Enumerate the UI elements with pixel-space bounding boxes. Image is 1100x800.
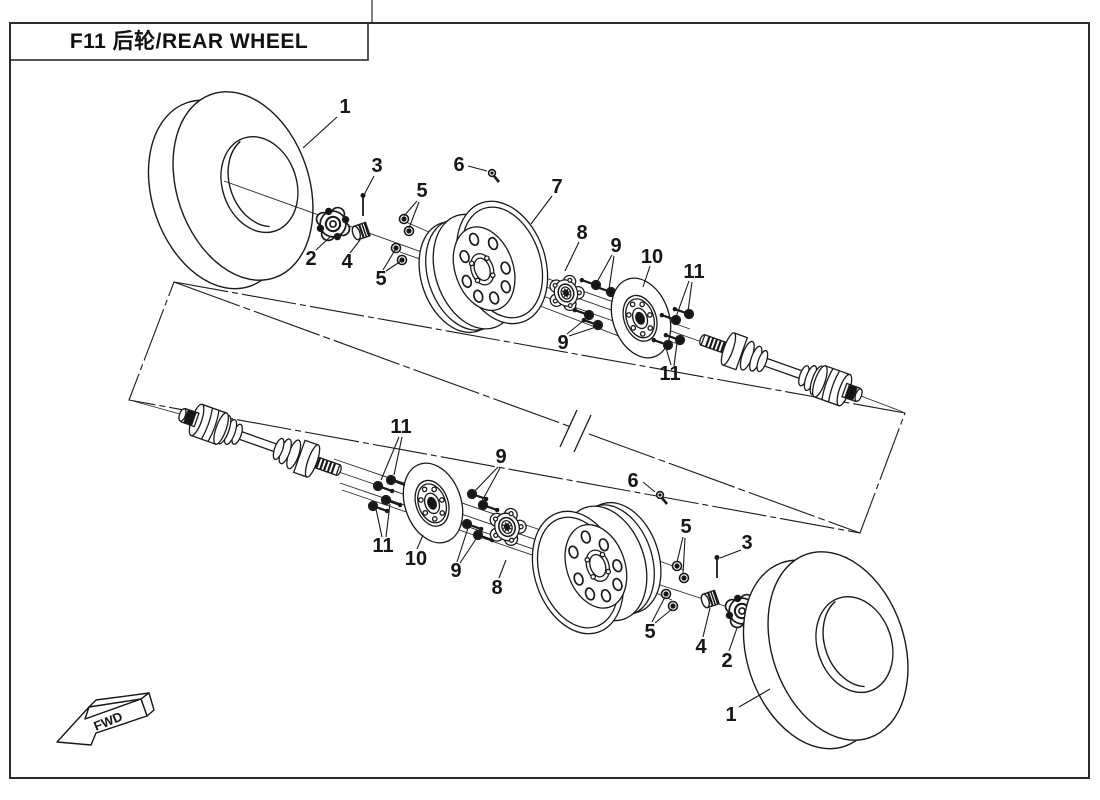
callout-label-1: 1: [339, 96, 350, 118]
callout-label-3: 3: [741, 532, 752, 554]
lug-nut: [678, 572, 690, 584]
break-mark: [559, 409, 578, 448]
hub-cap: [310, 201, 356, 247]
wheel-hub: [483, 504, 532, 552]
cv-axle: [693, 321, 869, 414]
lug-nut: [396, 254, 408, 266]
lug-nut: [390, 242, 402, 254]
callout-label-11: 11: [683, 261, 704, 283]
callout-label-9: 9: [610, 235, 621, 257]
tire: [123, 72, 338, 309]
break-mark: [573, 414, 592, 453]
cotter-pin: [714, 554, 720, 579]
bolt: [379, 493, 405, 512]
castle-nut: [699, 589, 720, 610]
axle-centerline: [173, 281, 861, 534]
diagram-title: F11 后轮/REAR WHEEL: [70, 29, 308, 53]
lug-nut: [671, 560, 683, 572]
leader-lines: [302, 116, 771, 708]
cv-axle: [172, 396, 348, 489]
callout-label-6: 6: [453, 154, 464, 176]
bottom-wheel-assembly: [132, 396, 933, 769]
top-wheel-assembly: [123, 72, 904, 414]
valve-stem: [487, 168, 501, 184]
callout-label-5: 5: [644, 621, 655, 643]
callout-label-11: 11: [659, 363, 680, 385]
callout-label-11: 11: [390, 416, 411, 438]
callout-label-2: 2: [721, 650, 732, 672]
lug-nut: [667, 600, 679, 612]
callout-label-4: 4: [341, 251, 353, 273]
callout-label-8: 8: [576, 222, 587, 244]
callout-label-3: 3: [371, 155, 382, 177]
callout-label-10: 10: [405, 548, 427, 570]
drawing-border: [9, 0, 1090, 779]
callout-label-4: 4: [695, 636, 707, 658]
callout-label-5: 5: [416, 180, 427, 202]
callout-label-11: 11: [372, 535, 393, 557]
callout-label-10: 10: [641, 246, 663, 268]
callout-label-8: 8: [491, 577, 502, 599]
fwd-arrow: FWD: [56, 692, 155, 746]
callout-label-1: 1: [725, 704, 736, 726]
castle-nut: [350, 221, 371, 242]
tire: [718, 532, 933, 769]
phantom-box: [128, 281, 906, 534]
callout-label-2: 2: [305, 248, 316, 270]
callout-label-9: 9: [450, 560, 461, 582]
title-box: [9, 22, 369, 61]
callout-label-5: 5: [375, 268, 386, 290]
callout-label-9: 9: [495, 446, 506, 468]
fwd-label: FWD: [92, 709, 125, 734]
callout-label-7: 7: [551, 176, 562, 198]
callout-label-6: 6: [627, 470, 638, 492]
callout-label-9: 9: [557, 332, 568, 354]
cotter-pin: [360, 192, 366, 217]
brake-disc: [392, 454, 474, 552]
callout-label-5: 5: [680, 516, 691, 538]
lug-nut: [660, 588, 672, 600]
